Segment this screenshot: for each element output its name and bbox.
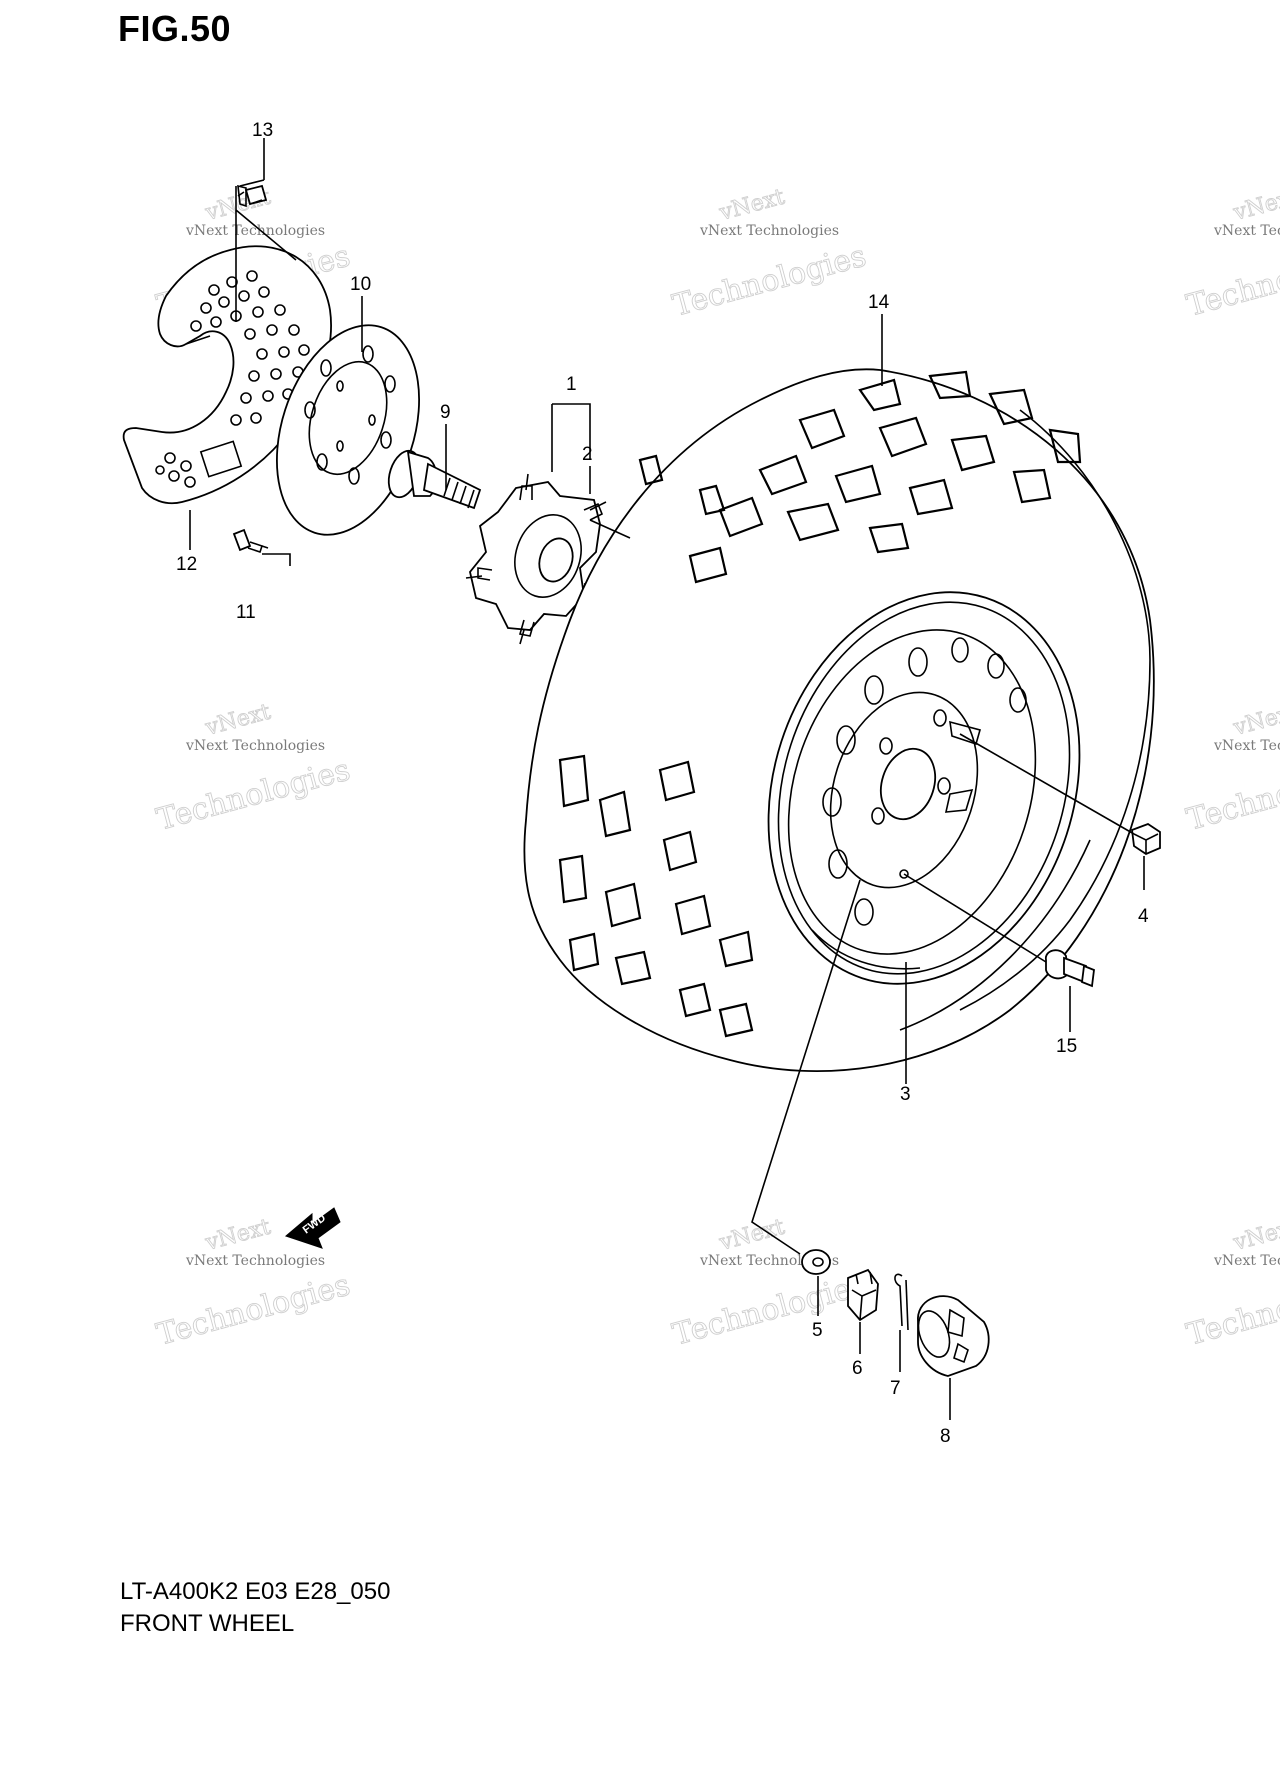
callout-8: 8	[940, 1426, 951, 1447]
callout-9: 9	[440, 402, 451, 423]
watermark-text: vNext Technologies	[1213, 1253, 1280, 1269]
watermark-text: vNext Technologies	[185, 1253, 325, 1269]
watermark-bottom-right: vNext vNext Technologies Technologies	[1183, 1214, 1280, 1353]
hub-cap-part	[917, 1295, 990, 1377]
callout-10: 10	[350, 274, 371, 295]
leader-line-15-to-rim	[903, 873, 1047, 963]
leader-line-hub-to-tire	[589, 519, 631, 539]
cotter-pin-part	[894, 1273, 909, 1331]
callout-11: 11	[236, 602, 256, 623]
leader-line-4-to-rim	[959, 733, 1135, 835]
watermark-text: vNext	[202, 1215, 273, 1257]
watermark-text: vNext	[1230, 700, 1280, 742]
leader-line-13	[239, 138, 265, 187]
model-code: LT-A400K2 E03 E28_050	[120, 1578, 391, 1605]
callout-13: 13	[252, 120, 273, 141]
figure-title: FIG.50	[118, 8, 232, 49]
watermark-text: vNext	[202, 700, 273, 742]
watermark-bottom-left: vNext vNext Technologies Technologies	[153, 1214, 355, 1353]
forward-direction-arrow: FWD	[284, 1207, 341, 1249]
section-name: FRONT WHEEL	[120, 1610, 295, 1637]
watermark-text: vNext Technologies	[1213, 223, 1280, 239]
wheel-nut-part	[1131, 822, 1161, 856]
wheel-rim-part	[767, 591, 1081, 985]
watermark-text: vNext Technologies	[699, 223, 839, 239]
callout-4: 4	[1138, 906, 1149, 927]
watermark-mid-left: vNext vNext Technologies Technologies	[153, 699, 355, 838]
axle-part	[387, 449, 482, 510]
brake-disc-part	[276, 324, 420, 536]
callout-14: 14	[868, 292, 890, 313]
callout-7: 7	[890, 1378, 901, 1399]
watermark-text: vNext	[716, 185, 787, 227]
callout-15: 15	[1056, 1036, 1077, 1057]
leader-lines	[189, 138, 1145, 1420]
watermark-text: Technologies	[153, 1268, 354, 1353]
callout-3: 3	[900, 1084, 911, 1105]
callout-2: 2	[582, 444, 593, 465]
watermark-bottom-center: vNext vNext Technologies Technologies	[669, 1214, 871, 1353]
leader-line-11	[262, 553, 291, 566]
disc-bolt-part	[232, 528, 269, 554]
callout-labels: 1 2 3 4 5 6 7 8 9 10 11 12 13 14 15	[176, 120, 1149, 1447]
watermark-top-center: vNext vNext Technologies Technologies	[669, 184, 871, 324]
watermark-mid-right: vNext vNext Technologies Technologies	[1183, 699, 1280, 838]
watermark-text: Technologies	[153, 753, 354, 838]
callout-6: 6	[852, 1358, 863, 1379]
watermark-text: Technologies	[1183, 753, 1280, 838]
washer-part	[801, 1249, 831, 1275]
hub-part	[465, 473, 611, 645]
watermark-top-right: vNext vNext Technologies Technologies	[1183, 184, 1280, 324]
cover-bolt-part	[237, 184, 268, 208]
valve-part	[1045, 949, 1095, 988]
leader-line-1	[551, 403, 591, 472]
leader-line-13b	[235, 186, 297, 322]
leader-line-axle-stack	[751, 879, 861, 1255]
callout-1: 1	[566, 374, 577, 395]
watermark-text: vNext Technologies	[185, 738, 325, 754]
watermark-text: vNext	[1230, 1215, 1280, 1257]
watermark-text: vNext Technologies	[1213, 738, 1280, 754]
watermark-text: vNext	[1230, 185, 1280, 227]
watermark-text: Technologies	[669, 239, 870, 324]
callout-5: 5	[812, 1320, 823, 1341]
watermark-text: Technologies	[669, 1268, 870, 1353]
callout-12: 12	[176, 554, 197, 575]
watermark-text: Technologies	[1183, 239, 1280, 324]
watermark-text: vNext Technologies	[185, 223, 325, 239]
watermark-text: Technologies	[1183, 1268, 1280, 1353]
castle-nut-part	[847, 1268, 879, 1322]
